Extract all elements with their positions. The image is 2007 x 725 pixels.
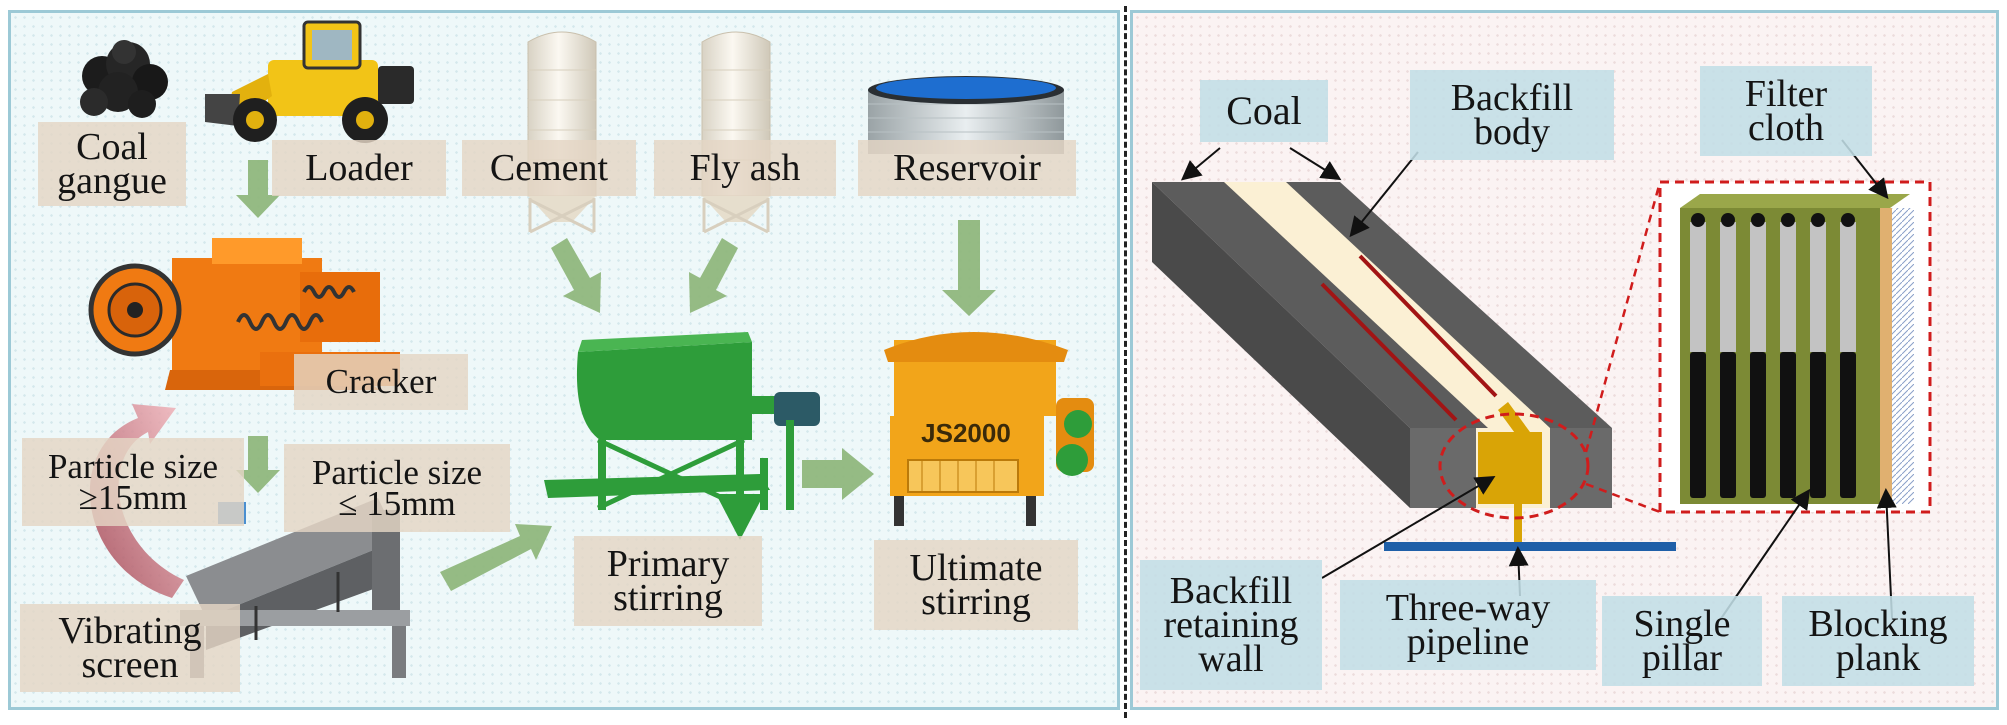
particle-size-small-label: Particle size ≤ 15mm xyxy=(284,444,510,532)
reservoir-label: Reservoir xyxy=(858,140,1076,196)
filter-cloth-label: Filter cloth xyxy=(1700,66,1872,156)
coal-label: Coal xyxy=(1200,80,1328,142)
loader-label: Loader xyxy=(272,140,446,196)
cracker-label: Cracker xyxy=(294,354,468,410)
process-flow-arrows xyxy=(236,160,996,591)
backfill-roadway-model xyxy=(1152,182,1612,508)
cement-silo-icon xyxy=(527,31,597,234)
retaining-wall-detail xyxy=(1680,194,1914,504)
cement-label: Cement xyxy=(462,140,636,196)
wheel-loader-icon xyxy=(205,20,414,143)
fly-ash-silo-icon xyxy=(701,31,771,234)
highlight-ellipse xyxy=(1438,412,1590,520)
panel-divider xyxy=(1124,6,1127,718)
primary-stirring-mixer-icon xyxy=(544,332,820,540)
backfill-body-label: Backfill body xyxy=(1410,70,1614,160)
fly-ash-label: Fly ash xyxy=(654,140,836,196)
js2000-mixer-icon: JS2000 xyxy=(884,332,1094,526)
primary-stirring-label: Primary stirring xyxy=(574,536,762,626)
three-way-pipeline-label: Three-way pipeline xyxy=(1340,580,1596,670)
coal-gangue-pile-icon xyxy=(80,40,168,118)
backfill-retaining-wall-label: Backfill retaining wall xyxy=(1140,560,1322,690)
particle-size-large-label: Particle size ≥15mm xyxy=(22,438,244,526)
single-pillar-label: Single pillar xyxy=(1602,596,1762,686)
mixer-brand-text: JS2000 xyxy=(921,418,1011,448)
coal-gangue-label: Coal gangue xyxy=(38,122,186,206)
vibrating-screen-label: Vibrating screen xyxy=(20,604,240,692)
blocking-plank-label: Blocking plank xyxy=(1782,596,1974,686)
ultimate-stirring-label: Ultimate stirring xyxy=(874,540,1078,630)
cracker-machine-icon xyxy=(88,238,400,390)
